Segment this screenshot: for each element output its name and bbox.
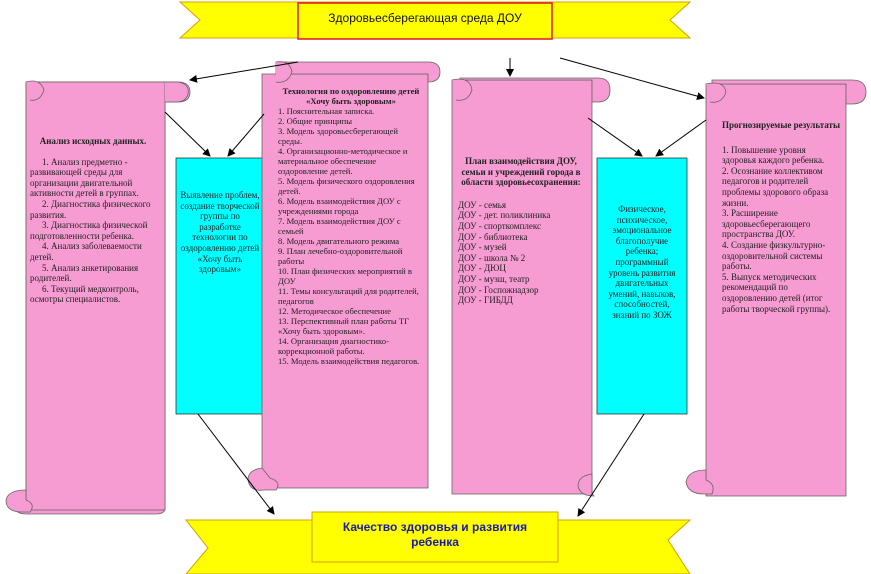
top-banner-title: Здоровьесберегающая среда ДОУ [328, 11, 522, 25]
interaction-item: ДОУ - Госпожнадзор [458, 284, 539, 295]
interaction-item: ДОУ - спорткомплекс [458, 220, 542, 231]
wellbeing-text: Физическое, психическое, эмоциональное б… [608, 204, 676, 320]
scroll-interaction-shape [451, 77, 611, 497]
interaction-scroll: План взаимодействия ДОУ, семьи и учрежде… [458, 156, 584, 306]
interaction-item: ДОУ - ГИБДД [458, 295, 513, 306]
scroll-technology-shape [247, 61, 441, 491]
technology-item: 4. Организационно-методическое и материа… [278, 146, 408, 176]
technology-item: 8. Модель двигательного режима [278, 236, 400, 246]
technology-item: 15. Модель взаимодействия педагогов. [278, 356, 420, 366]
interaction-item: ДОУ - музш, театр [458, 273, 530, 284]
results-scroll: Прогнозируемые результаты 1. Повышение у… [722, 120, 840, 314]
interaction-item: ДОУ - музей [458, 242, 507, 253]
interaction-item: ДОУ - ДЮЦ [458, 263, 506, 274]
technology-item: 3. Модель здоровьесберегающей среды. [278, 126, 399, 146]
technology-heading: Технология по оздоровлению детей «Хочу б… [282, 86, 420, 106]
technology-item: 12. Методическое обеспечение [278, 306, 391, 316]
technology-item: 14. Организация диагностико-коррекционно… [278, 336, 389, 356]
interaction-heading: План взаимодействия ДОУ, семьи и учрежде… [461, 156, 581, 188]
scroll-analysis-shape [5, 80, 191, 515]
analysis-heading: Анализ исходных данных. [39, 136, 147, 146]
technology-item: 11. Темы консультаций для родителей, пед… [278, 286, 419, 306]
technology-item: 13. Перспективный план работы ТГ «Хочу б… [278, 316, 410, 336]
technology-item: 2. Общие принципы [278, 116, 353, 126]
wellbeing-box-shape [596, 157, 688, 415]
bottom-banner-title: Качество здоровья и развития ребенка [314, 520, 556, 550]
interaction-item: ДОУ - библиотека [458, 231, 528, 242]
interaction-item: ДОУ - школа № 2 [458, 252, 526, 263]
bottom-banner-title-line1: Качество здоровья и развития [342, 520, 528, 534]
creative-group-text: Выявление проблем, создание творческой г… [180, 190, 260, 275]
technology-item: 9. План лечебно-оздоровительной работы [278, 246, 403, 266]
analysis-item: 6. Текущий медконтроль, осмотры специали… [30, 283, 139, 305]
connector-arrows [164, 57, 707, 517]
results-heading: Прогнозируемые результаты [722, 120, 841, 130]
analysis-item: 1. Анализ предметно - развивающей среды … [30, 156, 139, 199]
analysis-item: 5. Анализ анкетирования родителей. [30, 262, 139, 284]
technology-scroll: Технология по оздоровлению детей «Хочу б… [278, 86, 424, 366]
top-banner [178, 1, 692, 40]
technology-item: 6. Модель взаимодействия ДОУ с учреждени… [278, 196, 401, 216]
interaction-item: ДОУ - дет. поликлиника [458, 210, 551, 221]
analysis-item: 2. Диагностика физического развития. [30, 198, 151, 220]
creative-group-box-shape [175, 157, 265, 415]
interaction-item: ДОУ - семья [458, 199, 507, 210]
scroll-results-shape [685, 79, 867, 497]
results-item: 5. Выпуск методических рекомендаций по о… [722, 271, 831, 314]
results-item: 3. Расширение здоровьесберегающего прост… [722, 208, 811, 240]
analysis-item: 4. Анализ заболеваемости детей. [30, 241, 142, 262]
technology-item: 1. Пояснительная записка. [278, 106, 375, 116]
results-item: 1. Повышение уровня здоровья каждого реб… [722, 144, 825, 166]
bottom-banner-title-line2: ребенка [411, 535, 459, 549]
analysis-scroll: Анализ исходных данных. 1. Анализ предме… [30, 136, 156, 305]
results-item: 2. Осознание коллективом педагогов и род… [722, 165, 829, 208]
technology-item: 10. План физических мероприятий в ДОУ [278, 266, 412, 286]
bottom-banner [184, 511, 692, 574]
analysis-item: 3. Диагностика физической подготовленнос… [30, 220, 148, 241]
technology-item: 5. Модель физического оздоровления детей… [278, 176, 415, 196]
technology-item: 7. Модель взаимодействия ДОУ с семьей [278, 216, 401, 236]
results-item: 4. Создание физкультурно-оздоровительной… [722, 239, 826, 272]
